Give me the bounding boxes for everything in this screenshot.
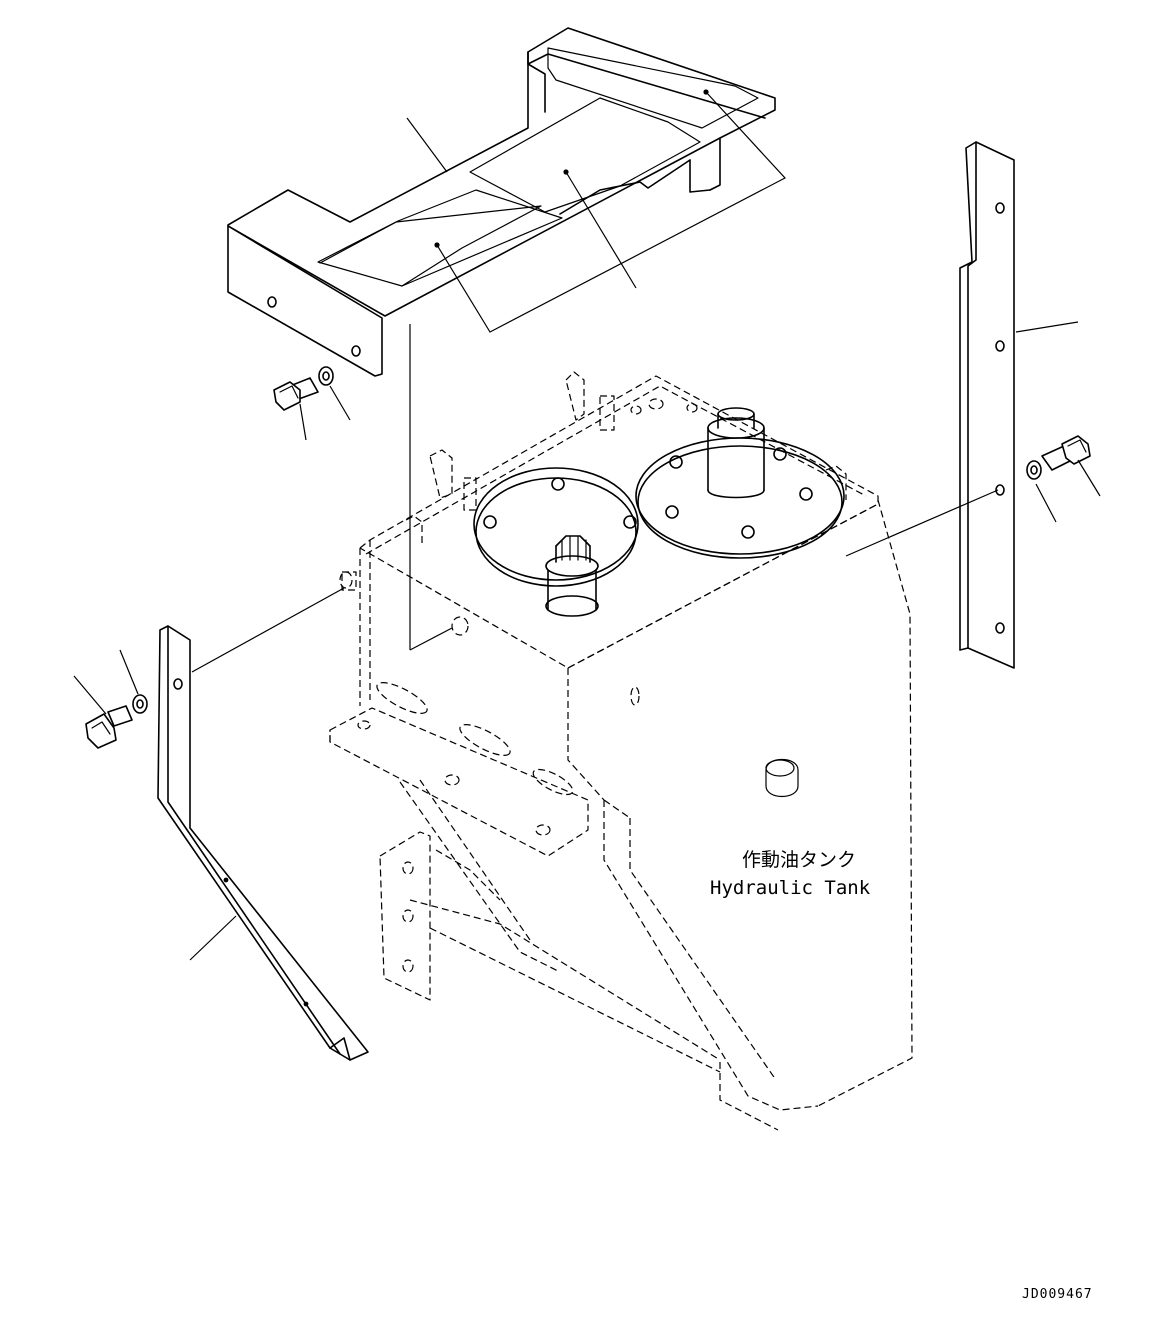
top-cover-leaders: [406, 91, 786, 333]
document-id: JD009467: [1022, 1287, 1093, 1302]
cover-bolt-leaders: [299, 324, 453, 651]
tank-inspection-covers: [473, 407, 845, 617]
right-bracket-leaders: [845, 321, 1101, 557]
tank-label-english: Hydraulic Tank: [710, 877, 871, 899]
right-bolt-and-washer: [1026, 435, 1091, 480]
right-stay-bracket: [959, 141, 1015, 669]
left-bolt-and-washer: [85, 694, 148, 749]
top-cover-plate: [227, 27, 776, 377]
hydraulic-tank: [329, 371, 913, 1131]
tank-label-japanese: 作動油タンク: [742, 849, 856, 871]
left-stay-bracket: [157, 625, 369, 1061]
left-bracket-leaders: [73, 587, 345, 961]
cover-bolt-and-washer: [273, 366, 334, 411]
